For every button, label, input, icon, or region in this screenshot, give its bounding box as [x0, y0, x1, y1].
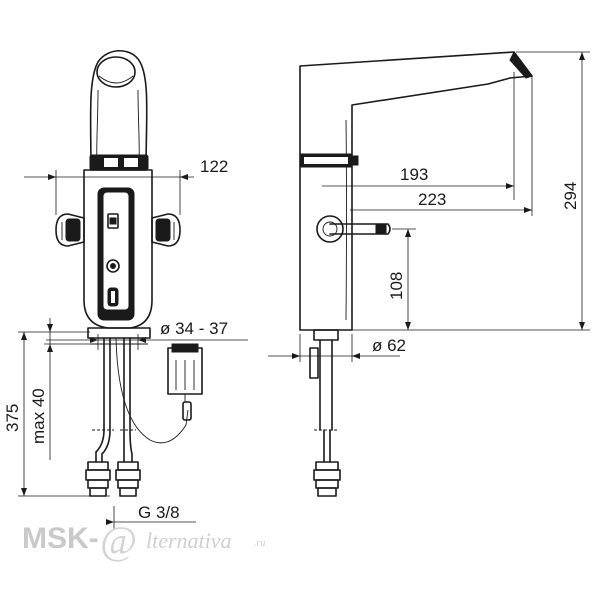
side-base	[313, 329, 339, 341]
front-spout	[89, 49, 148, 171]
front-cable-clip	[182, 401, 192, 421]
dim-g38-label: G 3/8	[138, 503, 180, 522]
side-lever	[316, 215, 391, 243]
front-battery-box	[167, 343, 203, 402]
front-base	[87, 327, 151, 339]
front-aerator	[96, 56, 136, 88]
side-spout-tip	[509, 51, 533, 79]
watermark-brand: MSK-	[22, 522, 99, 555]
front-dimensions: 122 ø 34 - 37 375 max 40 G 3/8	[3, 157, 248, 530]
dim-294-label: 294	[561, 182, 580, 210]
side-dimensions: 193 223 294 108 ø 62	[268, 51, 590, 362]
side-bracket	[309, 347, 319, 379]
dim-108-label: 108	[387, 272, 406, 300]
dim-max-40-label: max 40	[29, 388, 48, 444]
front-aerator-ring	[98, 75, 134, 84]
dim-34-37-label: ø 34 - 37	[160, 319, 228, 338]
front-knob-right	[151, 213, 181, 247]
watermark-script: lternativa	[146, 528, 232, 553]
side-spout	[299, 51, 533, 331]
front-knob-left	[55, 213, 85, 247]
side-hose-nut	[313, 429, 341, 497]
dim-223-label: 223	[418, 190, 446, 209]
side-view	[299, 51, 533, 497]
front-sensor-eye	[106, 259, 120, 273]
watermark: MSK- @ lternativa .ru	[22, 518, 265, 563]
watermark-at-icon: @	[100, 518, 137, 563]
front-switch	[107, 213, 119, 229]
front-sensor-cable	[115, 337, 189, 444]
dim-193-label: 193	[400, 165, 428, 184]
front-hoses	[92, 337, 136, 463]
dim-375-label: 375	[3, 404, 22, 432]
front-view	[55, 49, 203, 497]
watermark-suffix: .ru	[254, 538, 265, 549]
front-band	[89, 154, 149, 171]
dim-122-label: 122	[200, 157, 228, 176]
front-hose-nuts	[85, 461, 141, 497]
dim-62-label: ø 62	[372, 336, 406, 355]
